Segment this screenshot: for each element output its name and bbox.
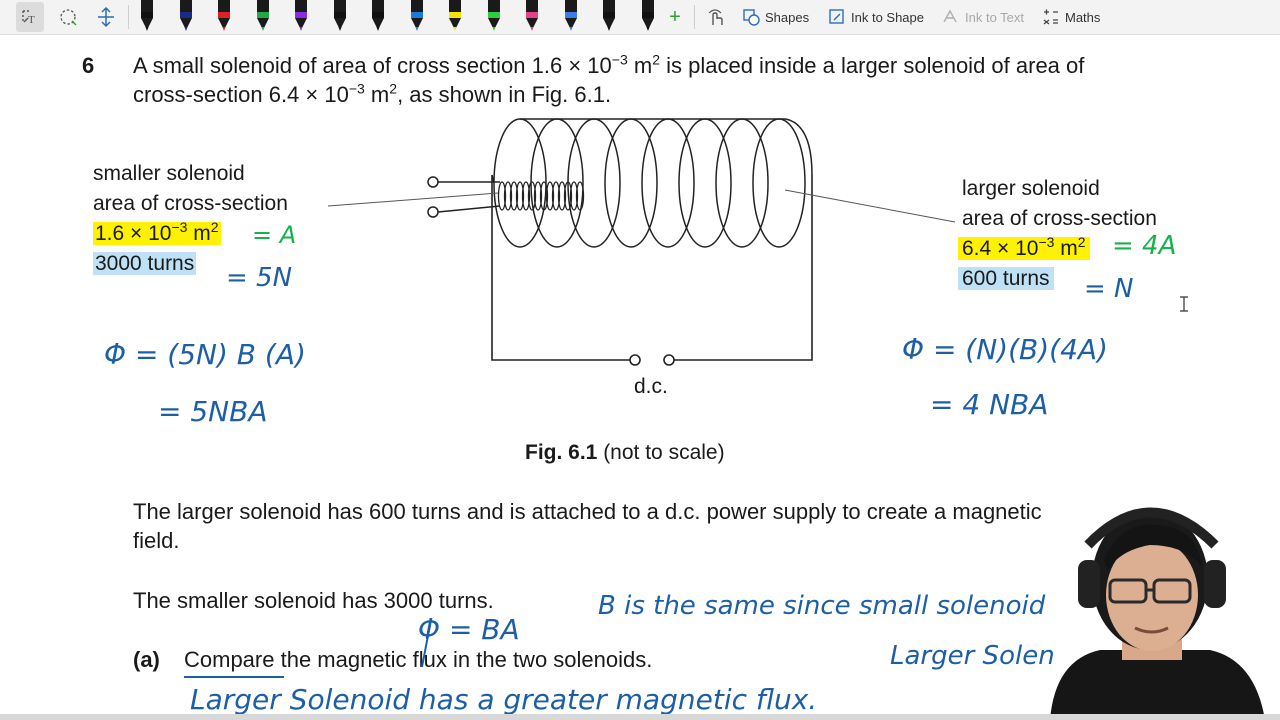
ink-toolbar: T + Shapes Ink to Shape Ink to Text Math…: [0, 0, 1280, 35]
large-area-value: 6.4 × 10−3 m2: [958, 234, 1090, 264]
small-area-label: area of cross-section: [93, 192, 288, 215]
maths-button[interactable]: Maths: [1042, 2, 1100, 32]
ink-flux-large-2: = 4 NBA: [930, 388, 1049, 421]
ink-underlines: [184, 296, 1188, 678]
shapes-icon: [743, 9, 760, 26]
add-pen-button[interactable]: +: [664, 2, 686, 32]
pen-icon[interactable]: [329, 0, 351, 34]
bottom-scrollbar[interactable]: [0, 714, 1280, 720]
ink-flux-formula: Φ = BA: [418, 613, 520, 646]
small-turns-value: 3000 turns: [93, 252, 197, 275]
paragraph-1-line-2: field.: [133, 528, 180, 553]
pen-icon[interactable]: [444, 0, 466, 34]
ink-large-turns-eq: = N: [1084, 274, 1134, 304]
figure-caption: Fig. 6.1 (not to scale): [525, 441, 725, 464]
svg-text:T: T: [28, 14, 35, 26]
pen-icon[interactable]: [483, 0, 505, 34]
pen-icon[interactable]: [560, 0, 582, 34]
pen-icon[interactable]: [406, 0, 428, 34]
small-area-value: 1.6 × 10−3 m2: [93, 219, 221, 245]
paragraph-2: The smaller solenoid has 3000 turns.: [133, 588, 494, 613]
solenoid-diagram: [327, 118, 956, 366]
shapes-label: Shapes: [765, 9, 810, 25]
ink-to-text-icon: [943, 9, 957, 23]
large-area-label: area of cross-section: [962, 207, 1157, 230]
shapes-button[interactable]: Shapes: [742, 2, 809, 32]
pen-icon[interactable]: [367, 0, 389, 34]
large-solenoid-label: larger solenoid: [962, 177, 1100, 200]
lasso-icon[interactable]: [56, 2, 80, 32]
ink-to-text-label: Ink to Text: [965, 9, 1025, 25]
ink-flux-large-1: Φ = (N)(B)(4A): [902, 333, 1108, 366]
ink-large-area-eq: = 4A: [1112, 231, 1177, 261]
ink-small-turns-eq: = 5N: [226, 263, 293, 293]
pen-icon[interactable]: [637, 0, 659, 34]
large-turns-value: 600 turns: [958, 264, 1054, 294]
question-number: 6: [82, 53, 95, 78]
part-a-text: Compare the magnetic flux in the two sol…: [184, 647, 653, 672]
presenter-webcam: [1050, 507, 1265, 720]
pen-icon[interactable]: [598, 0, 620, 34]
part-a-label: (a): [133, 647, 160, 672]
ink-to-shape-button[interactable]: Ink to Shape: [828, 2, 924, 32]
ink-b-same-note: B is the same since small solenoid: [598, 591, 1046, 621]
ink-larger-solen-note: Larger Solen: [890, 641, 1055, 671]
ink-flux-small-1: Φ = (5N) B (A): [104, 338, 306, 371]
ink-flux-small-2: = 5NBA: [158, 395, 268, 428]
pen-icon[interactable]: [136, 0, 158, 34]
pen-icon[interactable]: [213, 0, 235, 34]
ink-to-shape-label: Ink to Shape: [851, 9, 924, 25]
lasso-select-icon[interactable]: T: [16, 2, 44, 32]
dc-label: d.c.: [634, 375, 668, 398]
small-solenoid-label: smaller solenoid: [93, 162, 245, 185]
ink-small-area-eq: = A: [252, 221, 297, 249]
maths-icon: [1043, 9, 1058, 25]
ink-to-shape-icon: [829, 9, 844, 24]
question-line-2: cross-section 6.4 × 10−3 m2, as shown in…: [133, 80, 612, 107]
ink-to-text-button[interactable]: Ink to Text: [942, 2, 1024, 32]
pen-icon[interactable]: [521, 0, 543, 34]
question-line-1: A small solenoid of area of cross sectio…: [133, 51, 1085, 78]
paragraph-1-line-1: The larger solenoid has 600 turns and is…: [133, 499, 1042, 524]
add-pen-label: +: [669, 5, 681, 28]
pen-icon[interactable]: [175, 0, 197, 34]
pen-icon[interactable]: [290, 0, 312, 34]
add-space-icon[interactable]: [94, 2, 118, 32]
ink-answer-line: Larger Solenoid has a greater magnetic f…: [190, 683, 818, 716]
toolbar-separator: [694, 5, 695, 29]
touch-draw-icon[interactable]: [704, 2, 726, 32]
document-page: 6 A small solenoid of area of cross sect…: [0, 35, 1280, 720]
maths-label: Maths: [1065, 9, 1101, 25]
pen-icon[interactable]: [252, 0, 274, 34]
toolbar-separator: [128, 5, 129, 29]
